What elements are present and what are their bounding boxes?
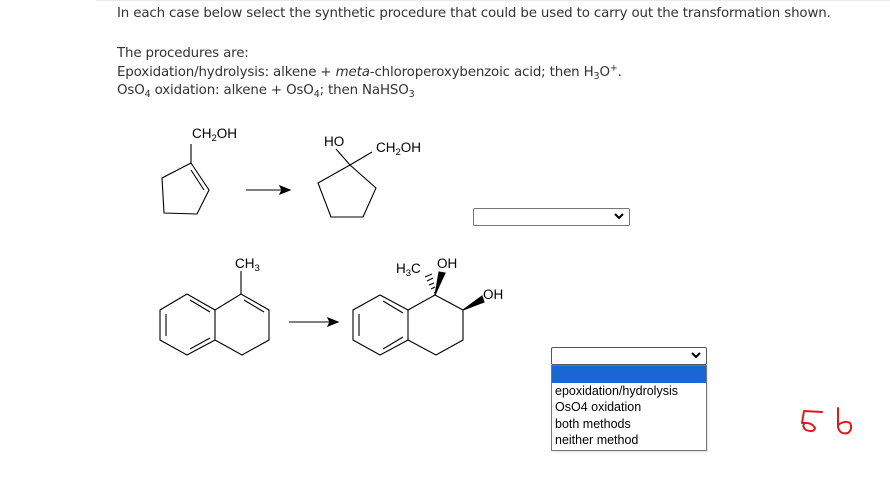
procedure-text: ; then NaHSO [319, 83, 409, 98]
reaction-1-answer-select[interactable] [473, 208, 630, 226]
subscript: 4 [313, 89, 320, 100]
option-neither-method[interactable]: neither method [555, 433, 639, 448]
reaction-2-options-list: epoxidation/hydrolysis OsO4 oxidation bo… [551, 365, 707, 451]
product-2-oh-label: OH [437, 256, 457, 271]
product-1-structure [317, 148, 377, 218]
option-blank[interactable] [552, 366, 706, 383]
procedure-text: : alkene + [264, 65, 336, 80]
reaction-arrow-2 [289, 316, 340, 328]
handwritten-annotation [801, 407, 853, 435]
subscript: 4 [144, 89, 151, 100]
product-2-oh2-label: OH [483, 287, 503, 302]
reaction-2-answer-select[interactable] [551, 347, 707, 365]
reaction-arrow-1 [246, 184, 292, 196]
chevron-down-icon [691, 352, 701, 359]
procedure-text: -chloroperoxybenzoic acid; then H [369, 65, 594, 80]
superscript: + [609, 63, 618, 74]
option-oso4-oxidation[interactable]: OsO4 oxidation [555, 400, 642, 415]
procedure-text: OsO [117, 83, 145, 98]
product-2-h3c-label: H3C [396, 261, 421, 279]
instruction-text: In each case below select the synthetic … [117, 6, 831, 21]
product-2-structure [352, 271, 485, 356]
reactant-2-structure [159, 271, 270, 356]
procedure-text: . [617, 65, 622, 80]
chevron-down-icon [614, 213, 624, 220]
procedures-heading: The procedures are: [117, 46, 249, 61]
reactant-1-structure [161, 144, 210, 215]
subscript: 3 [408, 89, 415, 100]
reactant-2-ch3-label: CH3 [235, 256, 260, 274]
option-epoxidation-hydrolysis[interactable]: epoxidation/hydrolysis [555, 384, 678, 398]
product-1-ho-label: HO [324, 134, 344, 149]
option-both-methods[interactable]: both methods [555, 416, 631, 431]
procedure-name: Epoxidation/hydrolysis [117, 65, 265, 80]
product-1-ch2oh-label: CH2OH [376, 140, 421, 158]
subscript: 3 [593, 71, 600, 82]
procedure-text: oxidation: alkene + OsO [150, 83, 314, 98]
procedure-epoxidation: Epoxidation/hydrolysis: alkene + meta-ch… [117, 64, 622, 82]
top-divider [96, 0, 890, 1]
procedure-italic: meta [335, 65, 370, 80]
procedure-oso4: OsO4 oxidation: alkene + OsO4; then NaHS… [117, 82, 415, 100]
reactant-1-ch2oh-label: CH2OH [192, 126, 237, 144]
procedure-text: O [599, 65, 610, 80]
